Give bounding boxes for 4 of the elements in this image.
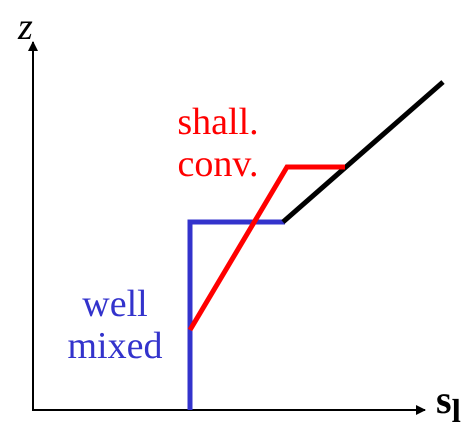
curve-label: well mixed (66, 284, 164, 368)
axis-label: s$_{l}$ (436, 380, 461, 428)
axis-label: z (18, 8, 33, 46)
curve-label: shall. conv. (176, 102, 260, 186)
